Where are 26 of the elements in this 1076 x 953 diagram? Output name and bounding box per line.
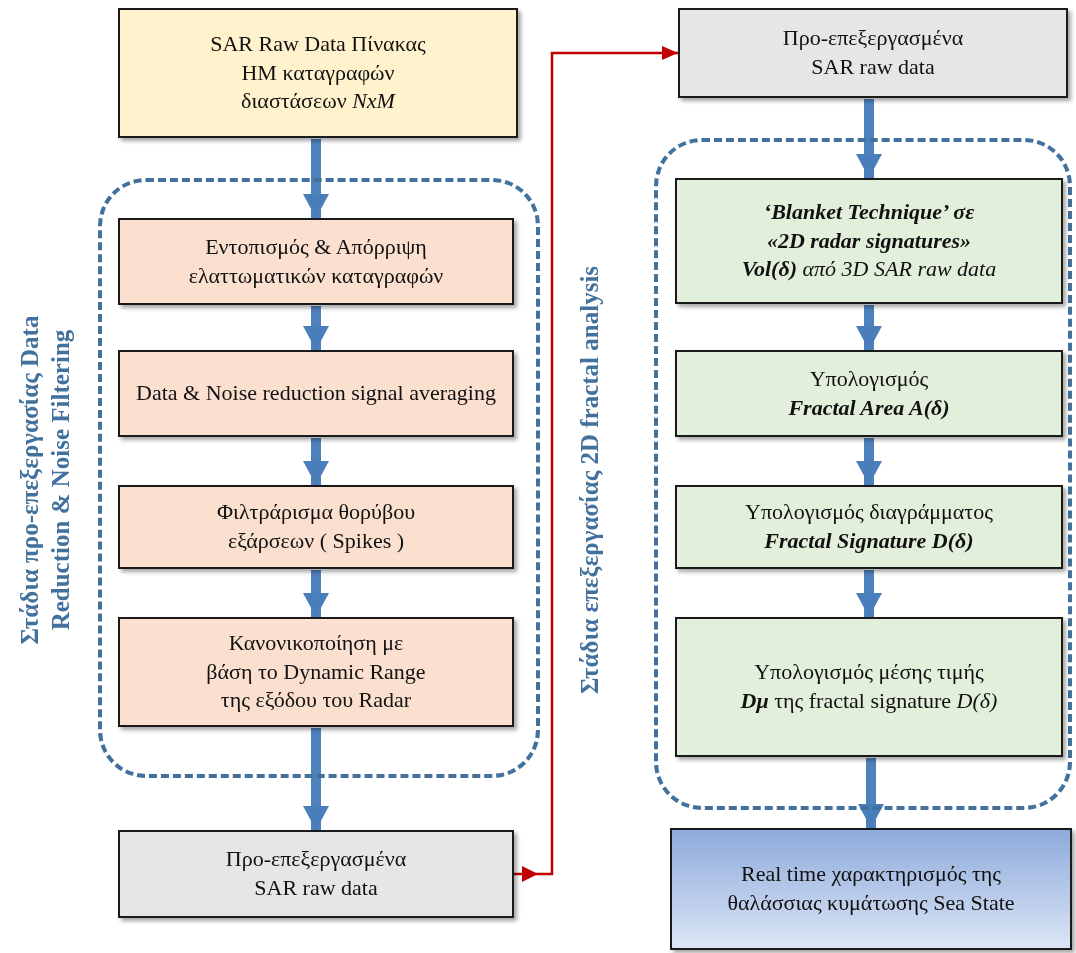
process-box	[675, 178, 1063, 304]
box-text: Υπολογισμός Fractal Area A(δ)	[787, 364, 951, 422]
process-box	[118, 617, 514, 727]
process-box	[675, 350, 1063, 437]
process-box	[118, 8, 518, 138]
box-text: Υπολογισμός μέσης τιμής Dμ της fractal signature D(δ)	[739, 658, 999, 715]
box-text: Data & Noise reduction signal averaging	[135, 379, 497, 408]
box-text: Φιλτράρισμα θορύβου εξάρσεων ( Spikes )	[215, 498, 417, 555]
box-text: ‘Blanket Technique’ σε «2D radar signatures» Vol(δ) από 3D SAR raw data	[740, 198, 998, 284]
process-box	[118, 350, 514, 437]
box-text: Κανονικοποίηση με βάση το Dynamic Range της εξόδου του Radar	[205, 629, 427, 715]
process-box	[670, 828, 1072, 950]
process-box	[675, 617, 1063, 757]
box-text: Προ-επεξεργασμένα SAR raw data	[224, 845, 408, 902]
process-box	[678, 8, 1068, 98]
process-box	[118, 485, 514, 569]
box-text: Real time χαρακτηρισμός της θαλάσσιας κυμάτωσης Sea State	[726, 860, 1016, 917]
box-text: SAR Raw Data Πίνακας ΗΜ καταγραφών διαστάσεων NxM	[209, 30, 427, 116]
box-text: Προ-επεξεργασμένα SAR raw data	[781, 24, 965, 81]
group-title: Στάδια επεξεργασίας 2D fractal analysis	[575, 264, 604, 697]
process-box	[675, 485, 1063, 569]
box-text: Υπολογισμός διαγράμματος Fractal Signature D(δ)	[744, 498, 994, 555]
process-box	[118, 830, 514, 918]
process-box	[118, 218, 514, 305]
group-title: Στάδια προ-επεξεργασίας Data Reduction & Noise Filtering	[15, 314, 76, 647]
box-text: Εντοπισμός & Απόρριψη ελαττωματικών καταγραφών	[187, 232, 445, 290]
